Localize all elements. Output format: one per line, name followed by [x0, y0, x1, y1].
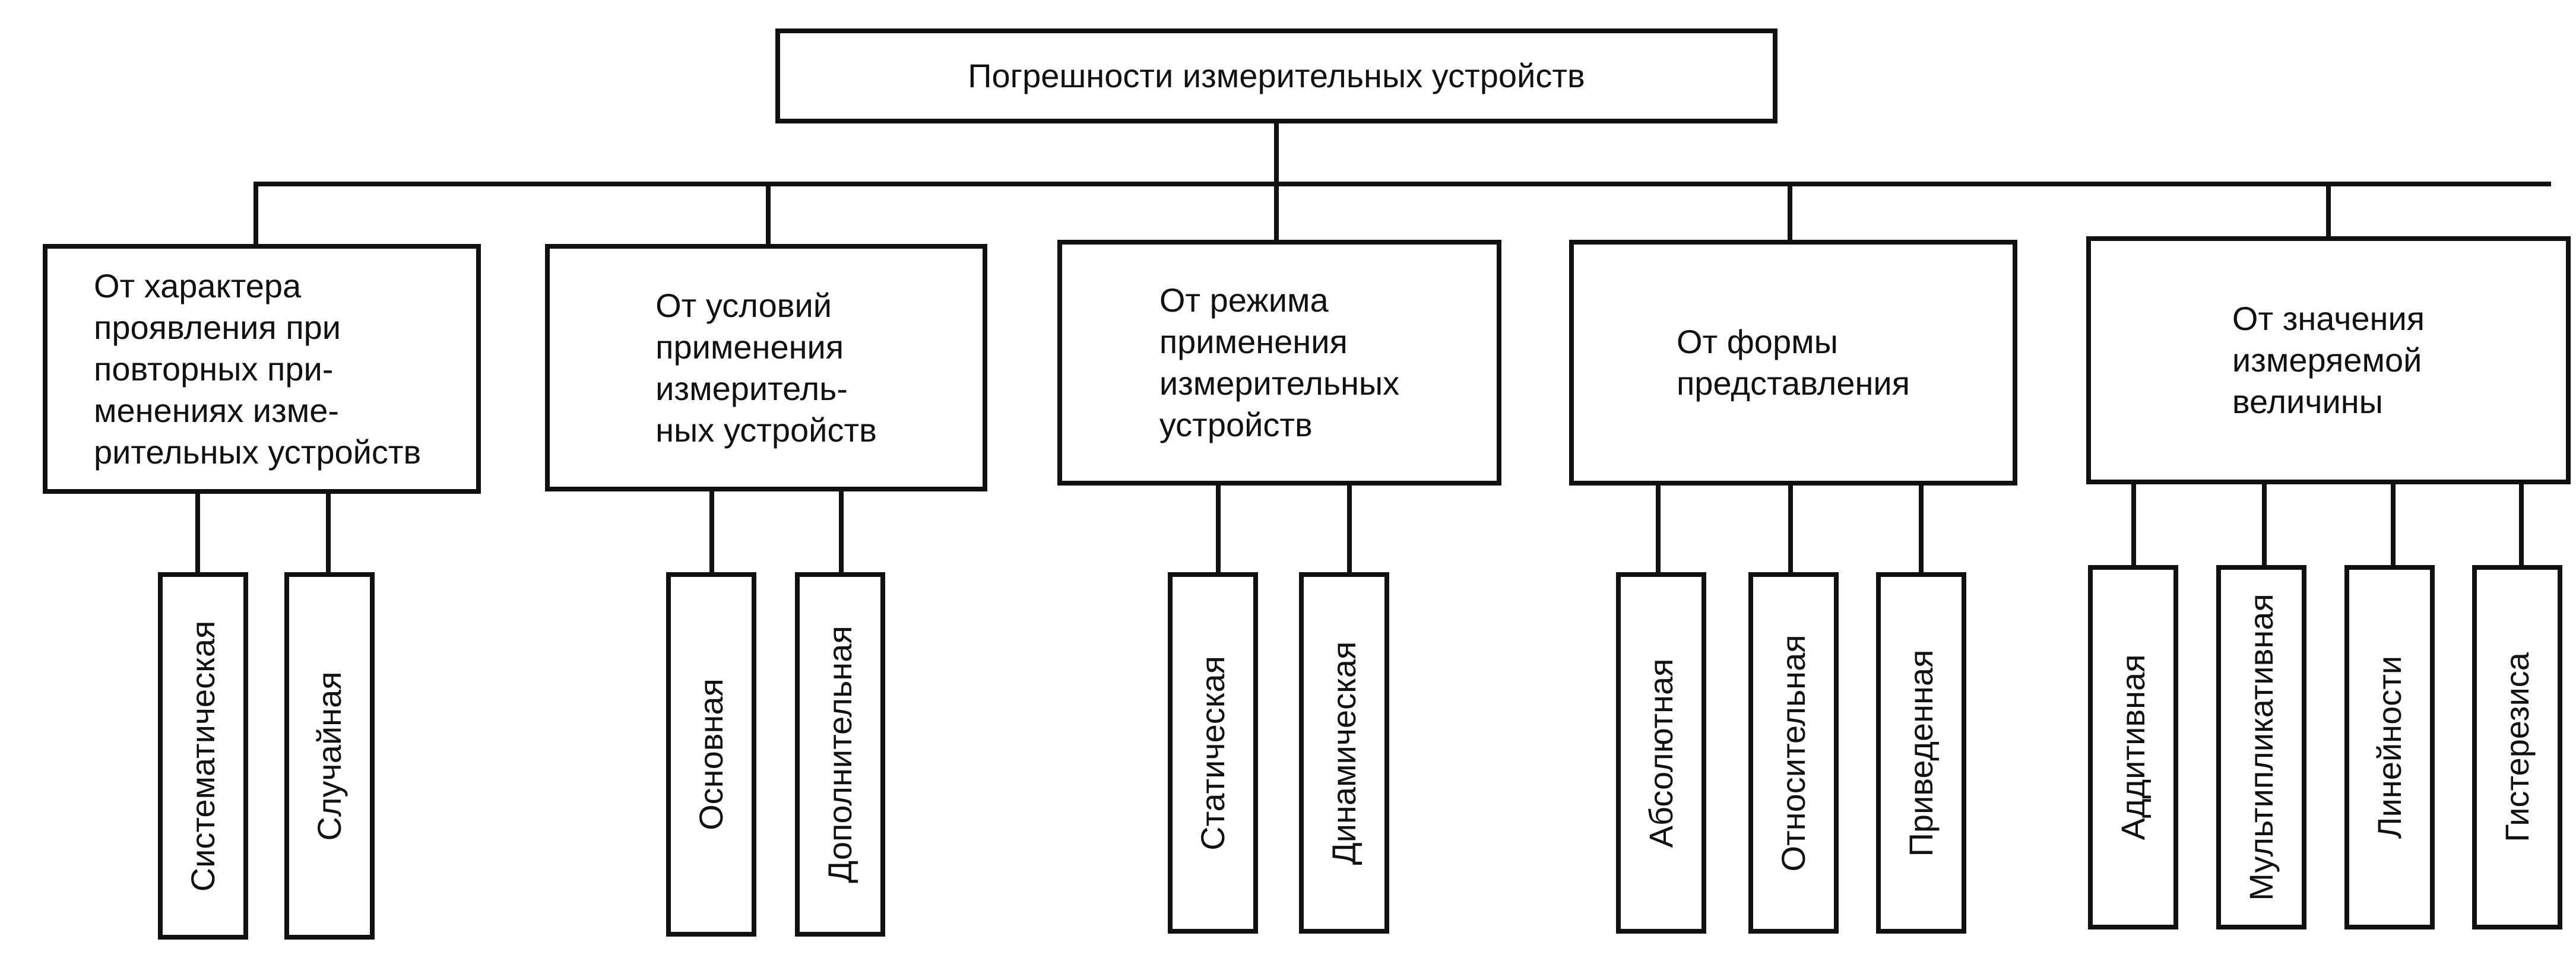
connector-bus-to-category-3: [1274, 182, 1279, 246]
connector-category-1-to-leaf-2: [326, 492, 331, 574]
leaf-node-relative: Относительная: [1748, 572, 1839, 934]
category-node-form: От формы представления: [1569, 240, 2017, 486]
category-node-label: От условий применения измеритель- ных ус…: [655, 286, 877, 449]
leaf-node-dynamic: Динамическая: [1299, 572, 1389, 934]
leaf-node-label: Мультипликативная: [2242, 594, 2280, 901]
connector-bus-to-category-5: [2326, 182, 2331, 246]
connector-category-3-to-leaf-1: [1216, 484, 1221, 574]
connector-bus-to-category-4: [1788, 182, 1792, 246]
connector-category-5-to-leaf-3: [2391, 483, 2396, 567]
leaf-node-label: Гистерезиса: [2498, 652, 2536, 842]
leaf-node-absolute: Абсолютная: [1616, 572, 1706, 934]
category-node-label: От режима применения измерительных устро…: [1159, 281, 1400, 443]
leaf-node-reduced: Приведенная: [1876, 572, 1966, 934]
connector-bus-to-category-2: [766, 182, 771, 246]
leaf-node-label: Приведенная: [1902, 649, 1940, 856]
category-node-conditions: От условий применения измеритель- ных ус…: [545, 244, 987, 491]
leaf-node-label: Статическая: [1194, 655, 1231, 851]
connector-category-5-to-leaf-4: [2519, 483, 2524, 567]
leaf-node-label: Систематическая: [184, 620, 221, 891]
connector-category-2-to-leaf-1: [709, 490, 714, 574]
connector-category-5-to-leaf-1: [2131, 483, 2136, 567]
category-node-mode: От режима применения измерительных устро…: [1057, 240, 1501, 486]
leaf-node-additional: Дополнительная: [795, 572, 885, 937]
connector-bus-to-category-1: [254, 182, 258, 246]
leaf-node-hysteresis: Гистерезиса: [2472, 565, 2562, 929]
leaf-node-random: Случайная: [284, 572, 375, 940]
connector-category-4-to-leaf-1: [1656, 484, 1661, 574]
leaf-node-label: Линейности: [2371, 655, 2408, 839]
leaf-node-label: Относительная: [1775, 634, 1812, 872]
leaf-node-basic: Основная: [666, 572, 756, 937]
leaf-node-systematic: Систематическая: [158, 572, 248, 940]
leaf-node-label: Аддитивная: [2114, 654, 2152, 840]
leaf-node-static: Статическая: [1168, 572, 1258, 934]
connector-category-2-to-leaf-2: [839, 490, 844, 574]
connector-category-3-to-leaf-2: [1347, 484, 1352, 574]
leaf-node-additive: Аддитивная: [2088, 565, 2178, 929]
connector-category-1-to-leaf-1: [195, 492, 200, 574]
root-node: Погрешности измерительных устройств: [775, 28, 1777, 123]
root-node-label: Погрешности измерительных устройств: [968, 57, 1585, 94]
leaf-node-label: Основная: [692, 678, 730, 830]
category-node-label: От характера проявления при повторных пр…: [94, 266, 422, 471]
connector-category-4-to-leaf-2: [1788, 484, 1793, 574]
connector-root-to-bus: [1274, 122, 1279, 184]
leaf-node-label: Абсолютная: [1642, 658, 1680, 848]
leaf-node-label: Дополнительная: [821, 626, 858, 883]
category-node-manifestation: От характера проявления при повторных пр…: [43, 244, 481, 494]
leaf-node-label: Динамическая: [1325, 641, 1363, 865]
category-node-label: От формы представления: [1676, 323, 1910, 402]
connector-category-5-to-leaf-2: [2262, 483, 2267, 567]
connector-bus: [254, 182, 2551, 186]
connector-category-4-to-leaf-3: [1919, 484, 1924, 574]
category-node-measured-value: От значения измеряемой величины: [2086, 236, 2571, 484]
category-node-label: От значения измеряемой величины: [2232, 300, 2425, 420]
leaf-node-multiplicative: Мультипликативная: [2216, 565, 2306, 929]
leaf-node-label: Случайная: [310, 671, 348, 841]
leaf-node-linearity: Линейности: [2344, 565, 2435, 929]
